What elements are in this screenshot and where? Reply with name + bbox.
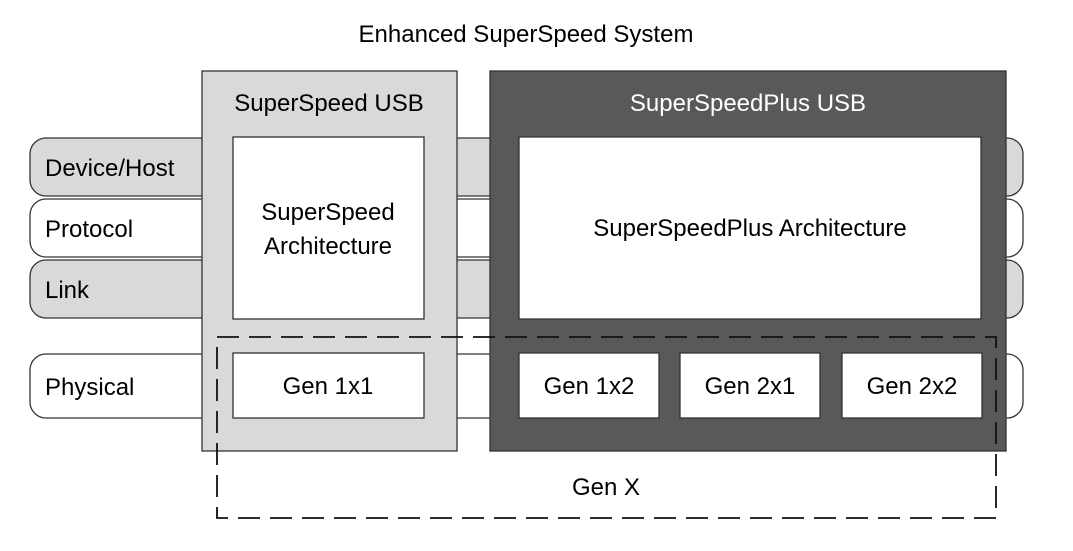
gen-x-label: Gen X [572, 474, 640, 501]
gen-1x1-label: Gen 1x1 [283, 373, 374, 400]
gen-1x1-box [232, 352, 425, 419]
superspeed-architecture-line2: Architecture [264, 233, 392, 260]
superspeedplus-architecture-label: SuperSpeedPlus Architecture [593, 215, 907, 242]
layer-label-protocol: Protocol [45, 216, 133, 243]
gen-1x2-label: Gen 1x2 [544, 373, 635, 400]
superspeed-architecture-box [232, 136, 425, 320]
superspeedplus-usb-panel: SuperSpeedPlus USB SuperSpeedPlus Archit… [489, 70, 1007, 452]
superspeed-architecture-line1: SuperSpeed [261, 199, 394, 226]
layer-labels: Device/Host Protocol Link Physical [45, 155, 175, 401]
superspeedplus-architecture-box [518, 136, 982, 320]
layer-label-physical: Physical [45, 374, 134, 401]
gen-2x2-box [841, 352, 983, 419]
gen-2x2-label: Gen 2x2 [867, 373, 958, 400]
gen-1x2-box [518, 352, 660, 419]
gen-2x1-box [679, 352, 821, 419]
gen-2x1-label: Gen 2x1 [705, 373, 796, 400]
diagram-title: Enhanced SuperSpeed System [359, 21, 694, 48]
superspeed-usb-panel: SuperSpeed USB SuperSpeed Architecture G… [201, 70, 458, 452]
superspeedplus-usb-header: SuperSpeedPlus USB [630, 90, 866, 117]
superspeed-usb-header: SuperSpeed USB [234, 90, 423, 117]
layer-label-link: Link [45, 277, 90, 304]
layer-label-device-host: Device/Host [45, 155, 175, 182]
gen-x-dashed-boundary [216, 336, 997, 519]
